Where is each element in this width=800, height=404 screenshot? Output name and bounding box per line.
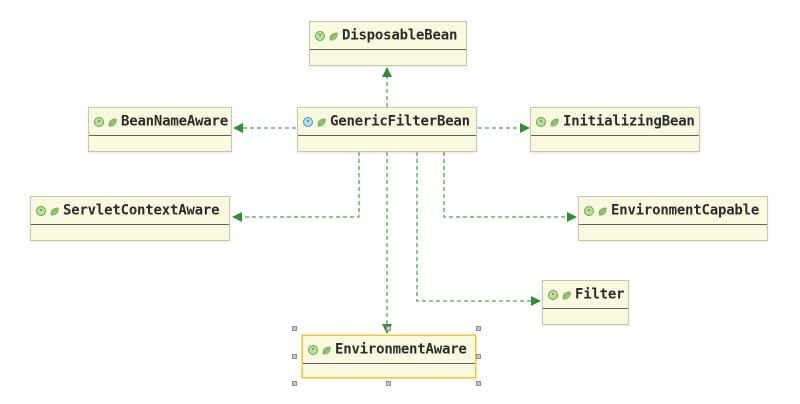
node-title: Filter (543, 281, 628, 308)
spring-leaf-icon (317, 118, 326, 127)
node-compartment (531, 135, 699, 151)
class-node-generic-filter-bean[interactable]: GenericFilterBean (297, 107, 477, 152)
interface-icon (315, 30, 325, 41)
arrowhead-icon (233, 123, 243, 133)
interface-icon (584, 205, 594, 216)
spring-leaf-icon (562, 291, 571, 300)
interface-icon (548, 289, 558, 300)
spring-leaf-icon (550, 118, 559, 127)
node-compartment (31, 224, 229, 240)
node-label: EnvironmentCapable (611, 202, 760, 218)
selection-handle[interactable] (475, 380, 481, 386)
node-compartment (543, 308, 628, 324)
interface-icon (536, 116, 546, 127)
class-node-initializing-bean[interactable]: InitializingBean (530, 107, 700, 152)
selection-handle[interactable] (291, 380, 297, 386)
class-node-environment-capable[interactable]: EnvironmentCapable (578, 196, 768, 241)
realization-to-bean-name-aware[interactable] (233, 123, 296, 133)
class-node-bean-name-aware[interactable]: BeanNameAware (88, 107, 232, 152)
node-title: EnvironmentAware (303, 336, 475, 363)
arrowhead-icon (531, 296, 541, 306)
realization-to-initializing-bean[interactable] (478, 123, 530, 133)
node-compartment (89, 135, 231, 151)
node-compartment (298, 135, 476, 151)
spring-leaf-icon (598, 207, 607, 216)
node-compartment (303, 363, 475, 377)
node-title: ServletContextAware (31, 197, 229, 224)
interface-icon (308, 344, 318, 355)
arrowhead-icon (382, 67, 392, 77)
node-label: InitializingBean (563, 113, 695, 129)
node-compartment (310, 49, 466, 65)
interface-icon (94, 116, 104, 127)
node-title: GenericFilterBean (298, 108, 476, 135)
selection-handle[interactable] (291, 353, 297, 359)
node-title: InitializingBean (531, 108, 699, 135)
realization-to-environment-aware[interactable] (382, 152, 392, 334)
node-compartment (579, 224, 767, 240)
node-label: BeanNameAware (121, 113, 228, 129)
spring-leaf-icon (329, 32, 338, 41)
class-node-filter[interactable]: Filter (542, 280, 629, 325)
interface-icon (36, 205, 46, 216)
class-node-servlet-context-aware[interactable]: ServletContextAware (30, 196, 230, 241)
node-title: BeanNameAware (89, 108, 231, 135)
realization-to-disposable-bean[interactable] (382, 67, 392, 107)
node-title: DisposableBean (310, 22, 466, 49)
selection-handle[interactable] (385, 325, 391, 331)
spring-leaf-icon (322, 346, 331, 355)
realization-to-environment-capable[interactable] (443, 152, 577, 222)
arrowhead-icon (232, 212, 242, 222)
selection-handle[interactable] (385, 380, 391, 386)
spring-leaf-icon (50, 207, 59, 216)
selection-handle[interactable] (291, 325, 297, 331)
arrowhead-icon (520, 123, 530, 133)
node-label: ServletContextAware (63, 202, 220, 218)
realization-to-filter[interactable] (416, 152, 541, 306)
node-label: DisposableBean (342, 27, 458, 43)
selection-handle[interactable] (475, 353, 481, 359)
class-node-environment-aware[interactable]: EnvironmentAware (302, 335, 476, 378)
class-node-disposable-bean[interactable]: DisposableBean (309, 21, 467, 66)
node-label: GenericFilterBean (330, 113, 470, 129)
class-icon (303, 116, 313, 127)
selection-handle[interactable] (475, 325, 481, 331)
realization-to-servlet-context-aware[interactable] (232, 152, 360, 222)
spring-leaf-icon (108, 118, 117, 127)
node-label: EnvironmentAware (335, 341, 467, 357)
node-label: Filter (575, 286, 625, 302)
arrowhead-icon (567, 212, 577, 222)
node-title: EnvironmentCapable (579, 197, 767, 224)
